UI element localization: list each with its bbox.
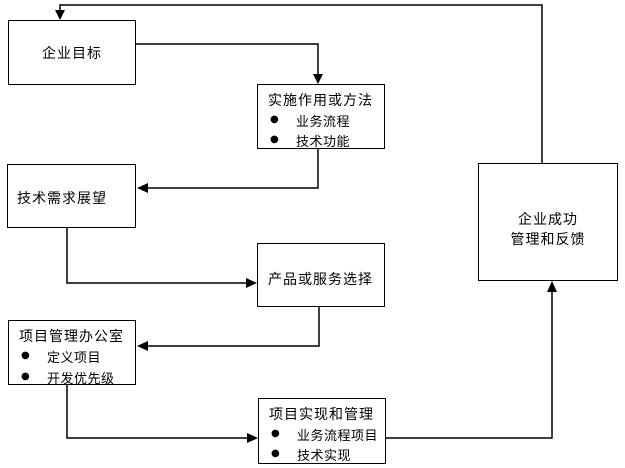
arrowhead-into-product-left <box>246 278 257 288</box>
pmo-bullet-1: 定义项目 <box>47 350 102 366</box>
connector-pmo-to-projimpl <box>66 385 247 439</box>
implementation-methods-bullet-2: 技术功能 <box>296 134 351 149</box>
enterprise-goals-title: 企业目标 <box>42 45 102 62</box>
arrowhead-into-success-bottom <box>547 281 557 292</box>
project-implementation-bullet-1: 业务流程项目 <box>297 428 379 444</box>
box-project-management-office: 项目管理办公室 ● 定义项目 ● 开发优先级 <box>8 320 136 385</box>
arrowhead-into-pmo-right <box>137 341 148 351</box>
box-tech-requirements: 技术需求展望 <box>7 164 136 228</box>
bullet-icon: ● <box>21 371 30 382</box>
project-implementation-title: 项目实现和管理 <box>269 407 374 423</box>
box-implementation-methods: 实施作用或方法 ● 业务流程 ● 技术功能 <box>257 84 385 149</box>
connector-methods-to-techreq <box>148 149 319 189</box>
enterprise-success-line-2: 管理和反馈 <box>510 232 586 248</box>
list-item: ● 业务流程 <box>258 111 384 130</box>
box-project-implementation: 项目实现和管理 ● 业务流程项目 ● 技术实现 <box>258 398 386 464</box>
bullet-icon: ● <box>270 114 279 125</box>
box-enterprise-success-feedback: 企业成功 管理和反馈 <box>478 163 618 281</box>
bullet-icon: ● <box>271 448 280 459</box>
pmo-title: 项目管理办公室 <box>19 329 124 345</box>
implementation-methods-bullet-1: 业务流程 <box>296 114 351 130</box>
project-implementation-bullet-2: 技术实现 <box>297 448 352 464</box>
tech-requirements-title: 技术需求展望 <box>17 191 107 207</box>
list-item: ● 开发优先级 <box>9 368 135 385</box>
connector-projimpl-to-success <box>386 292 553 439</box>
connector-product-to-pmo <box>148 307 320 347</box>
list-item: ● 定义项目 <box>9 347 135 366</box>
arrowhead-into-methods-top <box>313 74 323 84</box>
arrowhead-into-projimpl-left <box>247 433 258 443</box>
list-item: ● 技术功能 <box>258 131 384 149</box>
connector-success-feedback-to-goals <box>59 4 543 163</box>
box-product-service-selection: 产品或服务选择 <box>257 243 385 307</box>
bullet-icon: ● <box>21 350 30 361</box>
connector-techreq-to-product <box>66 228 246 284</box>
pmo-bullet-2: 开发优先级 <box>47 371 115 385</box>
arrowhead-into-techreq-right <box>137 183 148 193</box>
list-item: ● 技术实现 <box>259 445 385 463</box>
implementation-methods-title: 实施作用或方法 <box>268 93 373 109</box>
enterprise-success-line-1: 企业成功 <box>518 212 578 228</box>
arrowhead-into-goals-top <box>55 10 65 20</box>
list-item: ● 业务流程项目 <box>259 425 385 444</box>
connector-goals-to-methods <box>136 43 319 75</box>
product-service-selection-title: 产品或服务选择 <box>268 272 373 288</box>
bullet-icon: ● <box>271 428 280 439</box>
box-enterprise-goals: 企业目标 <box>8 20 136 85</box>
bullet-icon: ● <box>270 134 279 145</box>
